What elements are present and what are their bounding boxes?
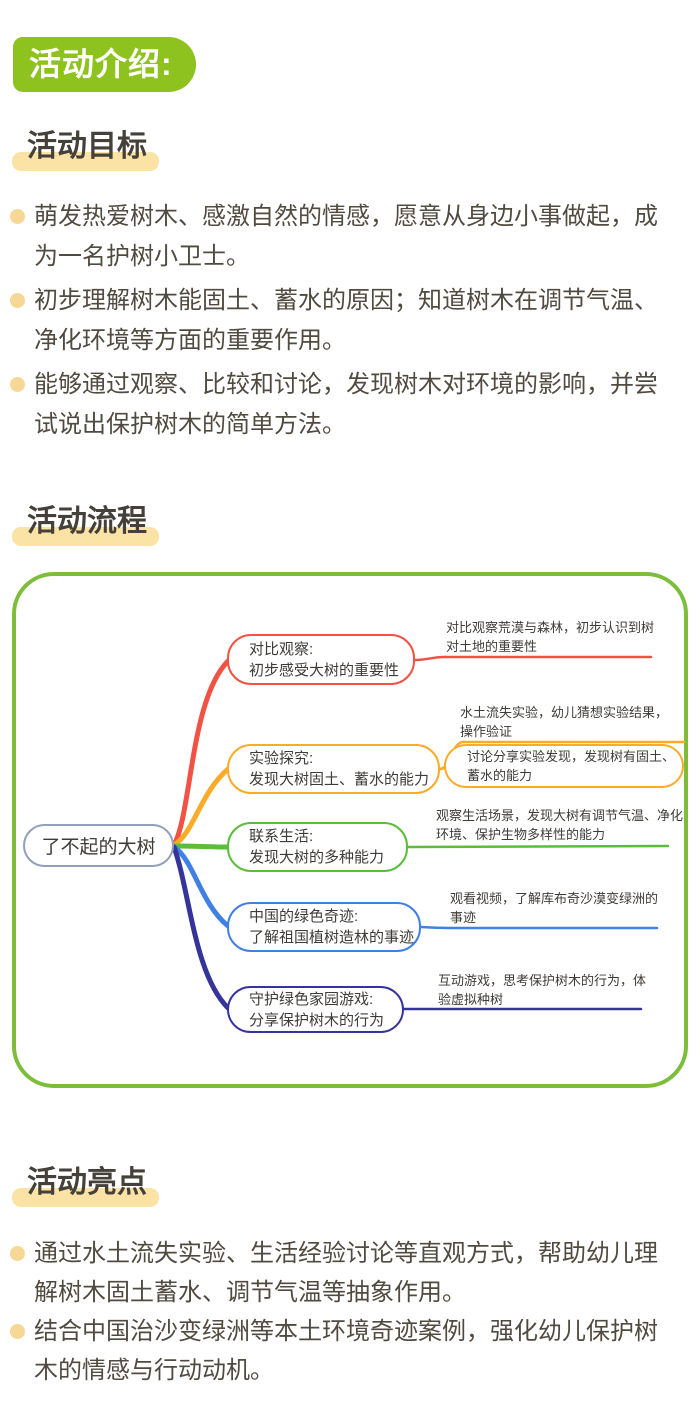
highlights-heading-text: 活动亮点 (27, 1166, 147, 1199)
flow-heading-text: 活动流程 (27, 505, 147, 538)
node-label: 分享保护树木的行为 (249, 1011, 385, 1029)
leaf-life-scenes: 观察生活场景，发现大树有调节气温、净化环境、保护生物多样性的能力 (436, 808, 684, 842)
list-item: 结合中国治沙变绿洲等本土环境奇迹案例，强化幼儿保护树木的情感与行动动机。 (10, 1312, 664, 1390)
bullet-text: 通过水土流失实验、生活经验讨论等直观方式，帮助幼儿理解树木固土蓄水、调节气温等抽… (34, 1240, 658, 1306)
list-item: 能够通过观察、比较和讨论，发现树木对环境的影响，并尝试说出保护树木的简单方法。 (10, 365, 664, 445)
node-label: 实验探究: (249, 750, 314, 767)
node-label: 守护绿色家园游戏: (249, 990, 374, 1008)
page-title-badge: 活动介绍: (13, 37, 196, 92)
highlight-bar (12, 152, 159, 171)
node-experiment-explore: 实验探究: 发现大树固土、蓄水的能力 (227, 744, 440, 794)
node-label: 联系生活: (249, 828, 314, 845)
mindmap-root-label: 了不起的大树 (41, 837, 156, 858)
leaf-interactive-game: 互动游戏，思考保护树木的行为，体验虚拟种树 (438, 973, 647, 1007)
page-title-text: 活动介绍: (29, 46, 173, 82)
leaf-box-text: 讨论分享实验发现，发现树有固土、蓄水的能力 (467, 749, 676, 783)
highlight-bar (12, 1188, 159, 1207)
bullet-dot-icon (10, 1324, 25, 1339)
goals-bullet-list: 萌发热爱树木、感激自然的情感，愿意从身边小事做起，成为一名护树小卫士。 初步理解… (10, 197, 670, 449)
node-label: 初步感受大树的重要性 (249, 661, 400, 679)
node-label: 中国的绿色奇迹: (249, 908, 359, 925)
list-item: 初步理解树木能固土、蓄水的原因；知道树木在调节气温、净化环境等方面的重要作用。 (10, 281, 664, 361)
leaf-erosion-experiment: 水土流失实验，幼儿猜想实验结果，操作验证 (460, 705, 669, 739)
bullet-text: 萌发热爱树木、感激自然的情感，愿意从身边小事做起，成为一名护树小卫士。 (34, 203, 658, 270)
highlight-bar (12, 527, 159, 546)
node-label: 发现大树固土、蓄水的能力 (249, 771, 430, 788)
leaf-compare-desert-forest: 对比观察荒漠与森林，初步认识到树对土地的重要性 (446, 620, 655, 654)
node-compare-observe: 对比观察: 初步感受大树的重要性 (227, 634, 415, 685)
flow-heading: 活动流程 (12, 505, 159, 546)
node-label: 了解祖国植树造林的事迹 (249, 929, 415, 946)
highlights-heading: 活动亮点 (12, 1166, 159, 1207)
list-item: 通过水土流失实验、生活经验讨论等直观方式，帮助幼儿理解树木固土蓄水、调节气温等抽… (10, 1234, 664, 1312)
bullet-dot-icon (10, 209, 25, 224)
mindmap-frame (12, 572, 688, 1088)
goals-heading: 活动目标 (12, 130, 159, 171)
bullet-text: 能够通过观察、比较和讨论，发现树木对环境的影响，并尝试说出保护树木的简单方法。 (34, 371, 658, 438)
leaf-box-discussion: 讨论分享实验发现，发现树有固土、蓄水的能力 (444, 744, 684, 788)
goals-heading-text: 活动目标 (27, 130, 147, 163)
list-item: 萌发热爱树木、感激自然的情感，愿意从身边小事做起，成为一名护树小卫士。 (10, 197, 664, 277)
bullet-dot-icon (10, 293, 25, 308)
node-label: 对比观察: (249, 640, 314, 658)
bullet-text: 结合中国治沙变绿洲等本土环境奇迹案例，强化幼儿保护树木的情感与行动动机。 (34, 1318, 658, 1384)
mindmap-root-node: 了不起的大树 (23, 824, 174, 867)
bullet-dot-icon (10, 377, 25, 392)
highlights-bullet-list: 通过水土流失实验、生活经验讨论等直观方式，帮助幼儿理解树木固土蓄水、调节气温等抽… (10, 1234, 670, 1390)
node-guardian-game: 守护绿色家园游戏: 分享保护树木的行为 (227, 986, 404, 1033)
node-green-miracle: 中国的绿色奇迹: 了解祖国植树造林的事迹 (227, 902, 421, 952)
bullet-dot-icon (10, 1246, 25, 1261)
node-label: 发现大树的多种能力 (249, 849, 385, 866)
node-life-connection: 联系生活: 发现大树的多种能力 (227, 822, 408, 872)
bullet-text: 初步理解树木能固土、蓄水的原因；知道树木在调节气温、净化环境等方面的重要作用。 (34, 287, 658, 354)
leaf-kubuqi-video: 观看视频，了解库布奇沙漠变绿洲的事迹 (450, 891, 659, 925)
